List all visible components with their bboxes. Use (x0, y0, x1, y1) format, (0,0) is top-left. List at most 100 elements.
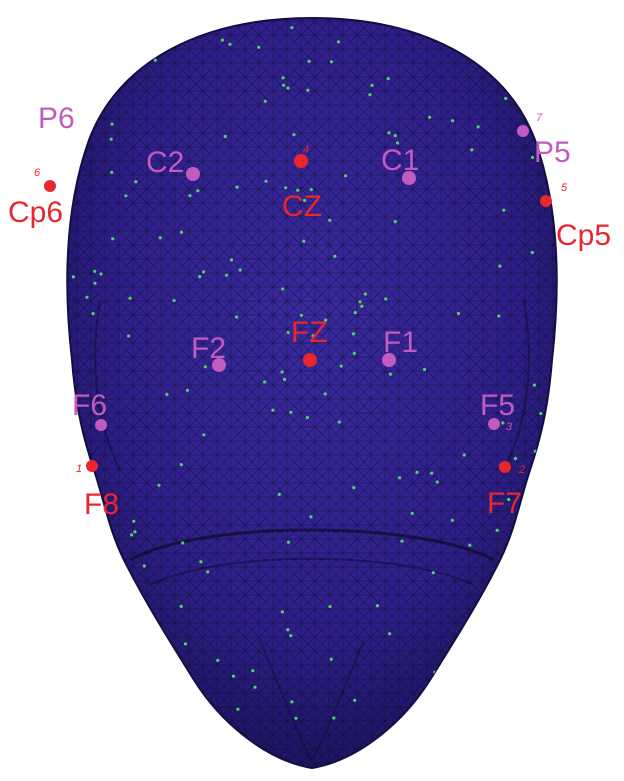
mesh-node (470, 148, 473, 151)
mesh-node (306, 89, 309, 92)
mesh-node (232, 675, 235, 678)
mesh-node (239, 268, 242, 271)
electrode-number-F8: 1 (76, 463, 82, 475)
mesh-node (188, 194, 191, 197)
mesh-node (352, 486, 355, 489)
electrode-label-C1: C1 (381, 144, 419, 177)
mesh-node (337, 40, 340, 43)
mesh-node (110, 171, 113, 174)
mesh-node (333, 255, 336, 258)
mesh-node (148, 24, 151, 27)
mesh-node (330, 60, 333, 63)
mesh-node (389, 373, 392, 376)
mesh-node (514, 457, 517, 460)
mesh-node (287, 331, 290, 334)
mesh-node (69, 364, 72, 367)
mesh-node (328, 219, 331, 222)
mesh-node (497, 314, 500, 317)
mesh-node (451, 119, 454, 122)
mesh-node (498, 265, 501, 268)
mesh-node (294, 717, 297, 720)
mesh-node (430, 472, 433, 475)
mesh-node (93, 282, 96, 285)
mesh-node (533, 635, 536, 638)
mesh-node (112, 717, 115, 720)
mesh-node (290, 700, 293, 703)
electrode-label-F8: F8 (84, 488, 119, 521)
mesh-node (415, 471, 418, 474)
mesh-node (202, 433, 205, 436)
mesh-node (353, 699, 356, 702)
mesh-node (309, 515, 312, 518)
mesh-node (387, 77, 390, 80)
mesh-node (143, 564, 146, 567)
electrode-label-F6: F6 (72, 389, 107, 422)
mesh-node (127, 334, 130, 337)
mesh-node (149, 26, 152, 29)
mesh-node (228, 43, 231, 46)
mesh-node (283, 378, 286, 381)
mesh-node (271, 409, 274, 412)
mesh-node (93, 270, 96, 273)
electrode-label-C2: C2 (146, 146, 184, 179)
mesh-node (186, 389, 189, 392)
mesh-node (106, 640, 109, 643)
electrode-number-Cp6: 6 (34, 167, 41, 179)
mesh-node (523, 702, 526, 705)
mesh-node (531, 251, 534, 254)
mesh-node (281, 610, 284, 613)
mesh-node (134, 180, 137, 183)
mesh-node (157, 484, 160, 487)
electrode-label-F5: F5 (480, 389, 515, 422)
mesh-node (286, 628, 289, 631)
mesh-node (308, 60, 311, 63)
electrode-marker-F8 (86, 460, 98, 472)
mesh-node (251, 669, 254, 672)
mesh-node (106, 639, 109, 642)
mesh-node (287, 541, 290, 544)
electrode-number-CZ: 4 (303, 144, 309, 156)
mesh-node (476, 720, 479, 723)
mesh-node (468, 544, 471, 547)
electrode-label-Cp5: Cp5 (556, 219, 611, 252)
mesh-node (289, 634, 292, 637)
mesh-node (224, 135, 227, 138)
electrode-marker-FZ (303, 353, 317, 367)
mesh-node (284, 186, 287, 189)
mesh-node (278, 493, 281, 496)
mesh-node (92, 312, 95, 315)
mesh-node (358, 300, 361, 303)
electrode-marker-C2 (186, 167, 200, 181)
mesh-node (72, 275, 75, 278)
mesh-node (132, 520, 135, 523)
electrode-number-F7: 2 (518, 464, 525, 476)
mesh-node (264, 180, 267, 183)
mesh-node (496, 529, 499, 532)
mesh-node (108, 38, 111, 41)
mesh-node (451, 519, 454, 522)
mesh-node (400, 540, 403, 543)
electrode-label-P5: P5 (534, 136, 571, 169)
mesh-node (225, 274, 228, 277)
mesh-node (354, 311, 357, 314)
mesh-node (198, 693, 201, 696)
mesh-node (253, 686, 256, 689)
electrode-number-Cp5: 5 (561, 182, 568, 194)
mesh-node (281, 370, 284, 373)
mesh-node (360, 305, 363, 308)
mesh-node (133, 530, 136, 533)
mesh-node (204, 365, 207, 368)
mesh-node (216, 659, 219, 662)
mesh-node (165, 393, 168, 396)
mesh-node (111, 123, 114, 126)
mesh-node (159, 236, 162, 239)
mesh-node (236, 708, 239, 711)
electrode-marker-Cp6 (44, 180, 56, 192)
mesh-node (181, 541, 184, 544)
mesh-node (533, 384, 536, 387)
mesh-node (230, 258, 233, 261)
mesh-node (80, 132, 83, 135)
mesh-node (289, 411, 292, 414)
